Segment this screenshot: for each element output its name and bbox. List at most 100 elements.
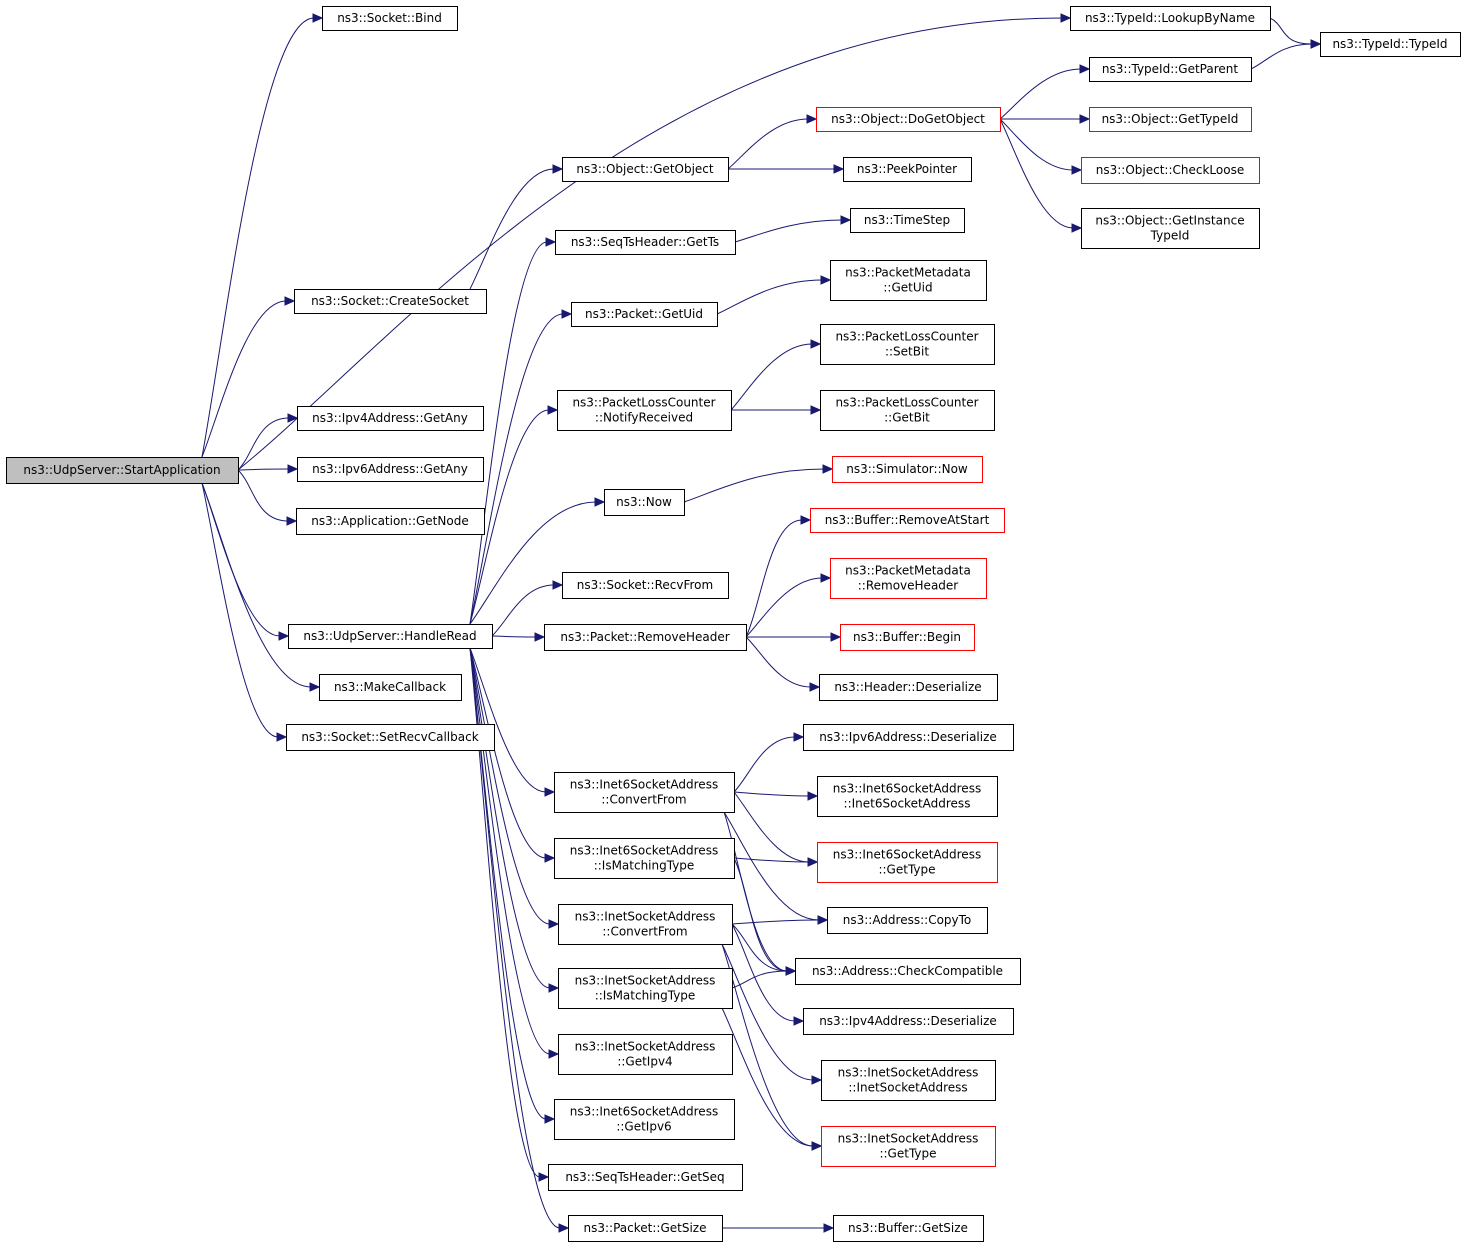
node-timestep[interactable]: ns3::TimeStep bbox=[850, 208, 965, 233]
node-i6ismatching[interactable]: ns3::Inet6SocketAddress::IsMatchingType bbox=[554, 838, 735, 879]
edge-i4ismatching-to-checkcompatible bbox=[731, 966, 797, 989]
node-pktgetsize[interactable]: ns3::Packet::GetSize bbox=[568, 1215, 723, 1242]
node-i6getipv6[interactable]: ns3::Inet6SocketAddress::GetIpv6 bbox=[554, 1099, 735, 1140]
node-label: ns3::Inet6SocketAddress bbox=[833, 782, 981, 796]
edge-line bbox=[730, 343, 813, 411]
node-peekpointer[interactable]: ns3::PeekPointer bbox=[843, 157, 972, 182]
node-getparent[interactable]: ns3::TypeId::GetParent bbox=[1089, 57, 1252, 82]
node-bind[interactable]: ns3::Socket::Bind bbox=[322, 6, 458, 31]
node-box bbox=[558, 904, 733, 945]
node-ipv6deserialize[interactable]: ns3::Ipv6Address::Deserialize bbox=[803, 724, 1014, 751]
node-label: ns3::InetSocketAddress bbox=[575, 974, 716, 988]
node-bufgetsize[interactable]: ns3::Buffer::GetSize bbox=[833, 1215, 984, 1242]
edge-line bbox=[201, 482, 312, 688]
node-lookup[interactable]: ns3::TypeId::LookupByName bbox=[1070, 6, 1271, 31]
node-box bbox=[294, 289, 487, 314]
node-label: ns3::Inet6SocketAddress bbox=[570, 1105, 718, 1119]
edge-line bbox=[731, 923, 788, 972]
edge-line bbox=[469, 647, 551, 1055]
node-now[interactable]: ns3::Now bbox=[604, 489, 685, 516]
edge-pktremoveheader-to-removeatstart bbox=[745, 515, 812, 638]
node-getbit[interactable]: ns3::PacketLossCounter::GetBit bbox=[820, 390, 995, 431]
edge-arrowhead bbox=[545, 237, 557, 247]
node-bufbegin[interactable]: ns3::Buffer::Begin bbox=[840, 624, 975, 651]
node-packetgetuid[interactable]: ns3::Packet::GetUid bbox=[571, 302, 718, 327]
edge-arrowhead bbox=[548, 919, 560, 929]
node-box bbox=[562, 157, 729, 182]
node-setbit[interactable]: ns3::PacketLossCounter::SetBit bbox=[820, 324, 995, 365]
node-createsocket[interactable]: ns3::Socket::CreateSocket bbox=[294, 289, 487, 314]
node-label: ns3::TypeId::TypeId bbox=[1332, 37, 1447, 51]
edge-dogetobject-to-getinstancetypeid bbox=[999, 118, 1083, 233]
node-removeatstart[interactable]: ns3::Buffer::RemoveAtStart bbox=[810, 508, 1005, 533]
node-start[interactable]: ns3::UdpServer::StartApplication bbox=[6, 457, 239, 484]
node-getts[interactable]: ns3::SeqTsHeader::GetTs bbox=[555, 230, 736, 255]
node-gettypeid[interactable]: ns3::Object::GetTypeId bbox=[1089, 107, 1252, 132]
node-i4getipv4[interactable]: ns3::InetSocketAddress::GetIpv4 bbox=[558, 1034, 733, 1075]
edge-getobject-to-peekpointer bbox=[727, 164, 845, 174]
node-checkcompatible[interactable]: ns3::Address::CheckCompatible bbox=[795, 958, 1021, 985]
edge-notifyreceived-to-setbit bbox=[730, 339, 822, 411]
node-i6ctor[interactable]: ns3::Inet6SocketAddress::Inet6SocketAddr… bbox=[817, 776, 998, 817]
edge-line bbox=[727, 118, 809, 170]
node-ipv6getany[interactable]: ns3::Ipv6Address::GetAny bbox=[297, 457, 484, 482]
node-label: ns3::Ipv4Address::GetAny bbox=[312, 411, 468, 425]
node-hdrdeserialize[interactable]: ns3::Header::Deserialize bbox=[819, 674, 998, 701]
node-dogetobject[interactable]: ns3::Object::DoGetObject bbox=[816, 107, 1001, 132]
node-metagetuid[interactable]: ns3::PacketMetadata::GetUid bbox=[830, 260, 987, 301]
node-recvfrom[interactable]: ns3::Socket::RecvFrom bbox=[562, 572, 729, 599]
edge-line bbox=[201, 300, 287, 458]
node-ipv4getany[interactable]: ns3::Ipv4Address::GetAny bbox=[297, 406, 484, 431]
node-getnode[interactable]: ns3::Application::GetNode bbox=[296, 508, 485, 535]
node-getobject[interactable]: ns3::Object::GetObject bbox=[562, 157, 729, 182]
edge-arrowhead bbox=[552, 164, 564, 174]
node-label: ns3::SeqTsHeader::GetTs bbox=[571, 235, 719, 249]
node-label: ns3::Now bbox=[616, 495, 672, 509]
function-nodes: ns3::UdpServer::StartApplicationns3::Soc… bbox=[6, 6, 1461, 1242]
edge-line bbox=[1269, 17, 1313, 45]
edge-arrowhead bbox=[1060, 13, 1072, 23]
node-simnow[interactable]: ns3::Simulator::Now bbox=[832, 456, 983, 483]
node-i4convertfrom[interactable]: ns3::InetSocketAddress::ConvertFrom bbox=[558, 904, 733, 945]
node-label: ns3::MakeCallback bbox=[334, 680, 446, 694]
node-handleread[interactable]: ns3::UdpServer::HandleRead bbox=[288, 624, 493, 649]
node-label: ns3::PacketLossCounter bbox=[572, 396, 715, 410]
node-copyto[interactable]: ns3::Address::CopyTo bbox=[827, 907, 988, 934]
edge-line bbox=[745, 636, 812, 688]
node-label: ::RemoveHeader bbox=[858, 579, 959, 593]
node-box bbox=[554, 772, 735, 813]
edge-arrowhead bbox=[278, 631, 290, 641]
node-i6gettype[interactable]: ns3::Inet6SocketAddress::GetType bbox=[817, 842, 998, 883]
edge-packetgetuid-to-metagetuid bbox=[716, 275, 832, 315]
node-setrecvcallback[interactable]: ns3::Socket::SetRecvCallback bbox=[286, 724, 495, 751]
node-pktremoveheader[interactable]: ns3::Packet::RemoveHeader bbox=[544, 624, 747, 651]
edge-arrowhead bbox=[823, 1223, 835, 1233]
node-typeid[interactable]: ns3::TypeId::TypeId bbox=[1320, 32, 1461, 57]
edge-i6convertfrom-to-ipv6deserialize bbox=[733, 732, 805, 793]
edge-arrowhead bbox=[793, 1016, 805, 1026]
edge-line bbox=[469, 647, 551, 925]
node-notifyreceived[interactable]: ns3::PacketLossCounter::NotifyReceived bbox=[557, 390, 732, 431]
node-i4ismatching[interactable]: ns3::InetSocketAddress::IsMatchingType bbox=[558, 968, 733, 1009]
edge-line bbox=[745, 577, 823, 638]
node-label: ns3::PacketMetadata bbox=[845, 266, 971, 280]
node-box bbox=[817, 776, 998, 817]
node-makecallback[interactable]: ns3::MakeCallback bbox=[319, 674, 462, 701]
node-label: ns3::TimeStep bbox=[864, 213, 950, 227]
edge-i6convertfrom-to-i6ctor bbox=[733, 791, 819, 801]
node-i4ctor[interactable]: ns3::InetSocketAddress::InetSocketAddres… bbox=[821, 1060, 996, 1101]
node-metaremoveheader[interactable]: ns3::PacketMetadata::RemoveHeader bbox=[830, 558, 987, 599]
node-label: ns3::Packet::GetSize bbox=[584, 1221, 707, 1235]
node-label: ::ConvertFrom bbox=[602, 925, 687, 939]
node-ipv4deserialize[interactable]: ns3::Ipv4Address::Deserialize bbox=[803, 1008, 1014, 1035]
node-getseq[interactable]: ns3::SeqTsHeader::GetSeq bbox=[548, 1164, 743, 1191]
edge-arrowhead bbox=[822, 464, 834, 474]
edge-arrowhead bbox=[809, 682, 821, 692]
node-i4gettype[interactable]: ns3::InetSocketAddress::GetType bbox=[821, 1126, 996, 1167]
node-checkloose[interactable]: ns3::Object::CheckLoose bbox=[1081, 157, 1260, 184]
node-box bbox=[297, 457, 484, 482]
node-i6convertfrom[interactable]: ns3::Inet6SocketAddress::ConvertFrom bbox=[554, 772, 735, 813]
edge-handleread-to-notifyreceived bbox=[469, 405, 559, 625]
